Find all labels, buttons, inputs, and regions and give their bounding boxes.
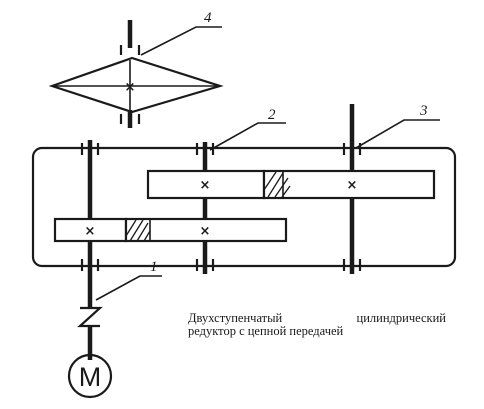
caption-line-1: Двухступенчатый цилиндрический xyxy=(188,311,446,325)
leader-4: 4 xyxy=(140,10,222,56)
leader-3: 3 xyxy=(355,103,440,149)
svg-text:×: × xyxy=(200,224,211,239)
elastic-coupling xyxy=(77,300,103,360)
electric-motor: М xyxy=(67,353,113,399)
caption-line-2: редуктор с цепной передачей xyxy=(188,324,344,338)
svg-text:×: × xyxy=(200,178,211,193)
intermediate-shaft xyxy=(195,142,215,274)
label-3: 3 xyxy=(419,103,428,119)
lower-gear-pair: × × xyxy=(53,217,288,243)
motor-label: М xyxy=(79,362,102,392)
label-4: 4 xyxy=(204,10,212,26)
gearbox-housing xyxy=(31,146,457,268)
label-2: 2 xyxy=(268,107,276,123)
leader-1: 1 xyxy=(95,259,162,301)
svg-text:×: × xyxy=(347,178,358,193)
leader-2: 2 xyxy=(209,107,286,151)
chain-sprocket: × xyxy=(48,20,224,128)
svg-text:×: × xyxy=(125,80,136,95)
upper-gear-pair: × × xyxy=(146,169,436,200)
svg-text:×: × xyxy=(85,224,96,239)
diagram-caption: Двухступенчатый цилиндрический редуктор … xyxy=(188,312,446,338)
label-1: 1 xyxy=(150,259,158,275)
